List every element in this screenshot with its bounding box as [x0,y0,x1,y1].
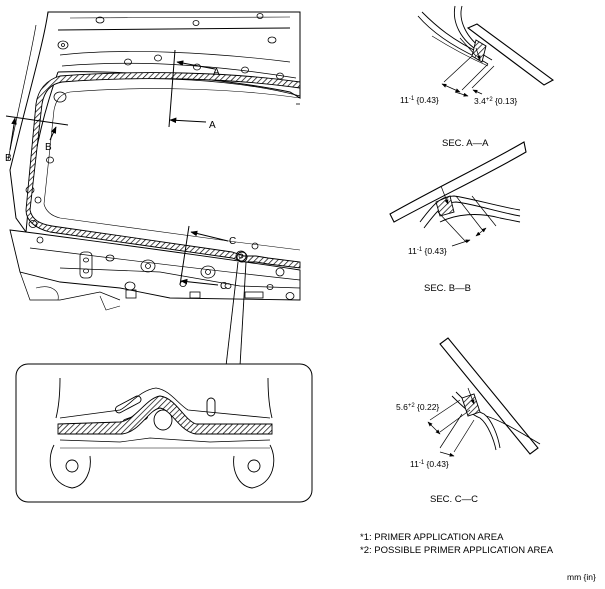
svg-text:3.4+2 {0.13}: 3.4+2 {0.13} [474,96,517,106]
section-b-b [389,141,527,247]
vehicle-body-overview [7,11,301,311]
dim-aa-right: 3.4+2 {0.13} [474,96,517,106]
legend-item-1: *1: PRIMER APPLICATION AREA [360,532,503,543]
legend-text-1: PRIMER APPLICATION AREA [374,532,504,543]
dim-aa-left: 11-1 {0.43} [400,95,439,105]
roof-holes [57,13,284,80]
section-cut-lines [5,49,229,286]
section-title-cc: SEC. C—C [430,494,478,505]
section-a-a [417,5,555,97]
svg-text:11-1 {0.43}: 11-1 {0.43} [410,459,449,469]
primer-bead [25,72,301,269]
legend-item-2: *2: POSSIBLE PRIMER APPLICATION AREA [360,545,553,556]
inset-primer-bead [57,395,273,435]
dim-bb: 11-1 {0.43} [408,246,447,256]
dim-cc-bottom: 11-1 {0.43} [410,459,449,469]
unit-note: mm {in} [567,572,596,582]
marker-c-top: C [229,236,236,247]
dim-cc-top: 5.6+2 {0.22} [396,402,439,412]
legend-text-2: POSSIBLE PRIMER APPLICATION AREA [374,545,554,556]
section-title-aa: SEC. A—A [442,138,489,149]
section-title-bb: SEC. B—B [424,283,471,294]
svg-text:11-1 {0.43}: 11-1 {0.43} [408,246,447,256]
legend-mark-1: *1: [360,532,372,543]
svg-text:11-1 {0.43}: 11-1 {0.43} [400,95,439,105]
detail-leader-lines [225,251,248,367]
marker-c-bottom: C [220,281,227,292]
marker-a-top: A [213,67,220,78]
section-c-c [427,337,541,457]
marker-b-right: B [45,142,52,153]
section-marker-labels: A A B B C C [5,67,236,292]
marker-a-bottom: A [209,120,216,131]
svg-text:5.6+2 {0.22}: 5.6+2 {0.22} [396,402,439,412]
detail-inset [15,363,313,503]
marker-b-left: B [5,153,12,164]
legend-mark-2: *2: [360,545,372,556]
